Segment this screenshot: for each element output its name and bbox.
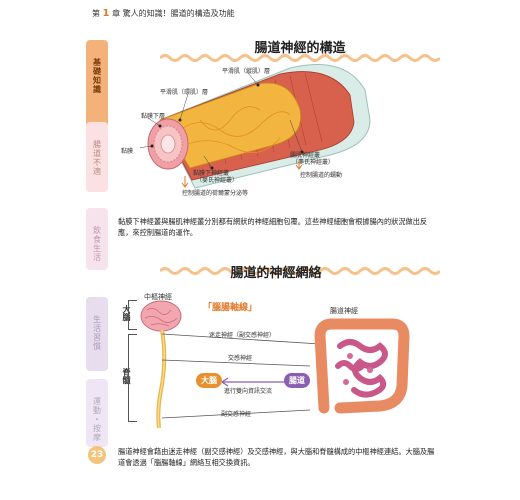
label-central-nervous: 中樞神經 xyxy=(144,293,172,301)
label-bidirectional: 進行雙向資訊交流 xyxy=(224,388,273,395)
brain-bracket xyxy=(128,300,137,330)
spine-bracket xyxy=(128,334,137,422)
section2-title: 腸道的神經網絡 xyxy=(230,266,322,281)
label-spine: 脊髓 xyxy=(122,368,131,384)
chapter-suffix: 章 xyxy=(112,9,121,18)
intestine-wall-illustration xyxy=(140,64,371,189)
label-enteric-nervous: 腸道神經 xyxy=(330,307,358,315)
arrow-down-icon xyxy=(181,176,189,188)
page-header: 第 1 章 驚人的知識！腸道的構造及功能 xyxy=(92,8,235,19)
tab-label: 基礎知識 xyxy=(92,58,102,94)
tab-gut-discomfort[interactable]: 腸道不適 xyxy=(86,122,108,192)
tab-lifestyle[interactable]: 生活習慣 xyxy=(86,297,108,371)
tab-diet[interactable]: 飲食生活 xyxy=(86,208,108,270)
gut-chip: 腸道 xyxy=(284,373,310,388)
tab-label: 飲食生活 xyxy=(92,226,102,262)
label-auerbach-plexus: （奧氏神經叢） xyxy=(292,159,335,166)
arrow-down-icon xyxy=(295,160,303,170)
label-myenteric-plexus: 腸肌神經叢 xyxy=(290,152,321,159)
label-brain-gut-axis: 「腦腸軸線」 xyxy=(203,303,258,313)
chapter-number: 1 xyxy=(102,8,110,19)
brain-spine-illustration xyxy=(140,300,182,429)
section1-title: 腸道神經的構造 xyxy=(254,41,346,56)
label-longitudinal-muscle: 平滑肌（縱肌）層 xyxy=(222,68,271,75)
section2-paragraph: 腸道神經會藉由迷走神經（副交感神經）及交感神經，與大腦和脊髓構成的中樞神經連結。… xyxy=(118,447,435,467)
label-parasympathetic: 副交感神經 xyxy=(221,411,252,418)
label-sympathetic: 交感神經 xyxy=(228,355,253,362)
brain-chip: 大腦 xyxy=(196,373,222,388)
label-meissner-plexus: （麥氏神經叢） xyxy=(196,177,239,184)
nerve-connections xyxy=(161,333,321,419)
title-wave-decoration xyxy=(160,267,440,275)
chapter-prefix: 第 xyxy=(92,9,100,18)
chapter-subtitle: 驚人的知識！腸道的構造及功能 xyxy=(122,9,235,18)
label-brain: 大腦 xyxy=(122,305,131,321)
tab-label: 腸道不適 xyxy=(92,140,102,176)
tab-basic-knowledge[interactable]: 基礎知識 xyxy=(86,40,108,140)
intestine-illustration xyxy=(314,318,410,414)
section1-paragraph: 黏膜下神經叢與腸肌神經叢分別都有網狀的神經細胞包覆。這些神經細胞會根據腸內的狀況… xyxy=(118,217,428,237)
label-submucosal-plexus: 黏膜下神經叢 xyxy=(193,170,230,177)
tab-label: 生活習慣 xyxy=(92,315,102,351)
label-vagus-nerve: 迷走神經（副交感神經） xyxy=(209,332,276,339)
tab-exercise[interactable]: 運動・按摩 xyxy=(86,379,108,447)
label-submucosa: 黏膜下層 xyxy=(141,113,166,120)
page-number: 23 xyxy=(88,446,106,464)
label-mucosa: 黏膜 xyxy=(121,148,134,155)
label-circular-muscle: 平滑肌（環肌）層 xyxy=(160,89,209,96)
label-hormone-control: 控制腸道的荷爾蒙分泌等 xyxy=(182,190,249,197)
tab-label: 運動・按摩 xyxy=(92,397,102,442)
title-wave-decoration xyxy=(160,54,440,62)
label-motility-control: 控制腸道的蠕動 xyxy=(300,172,343,179)
